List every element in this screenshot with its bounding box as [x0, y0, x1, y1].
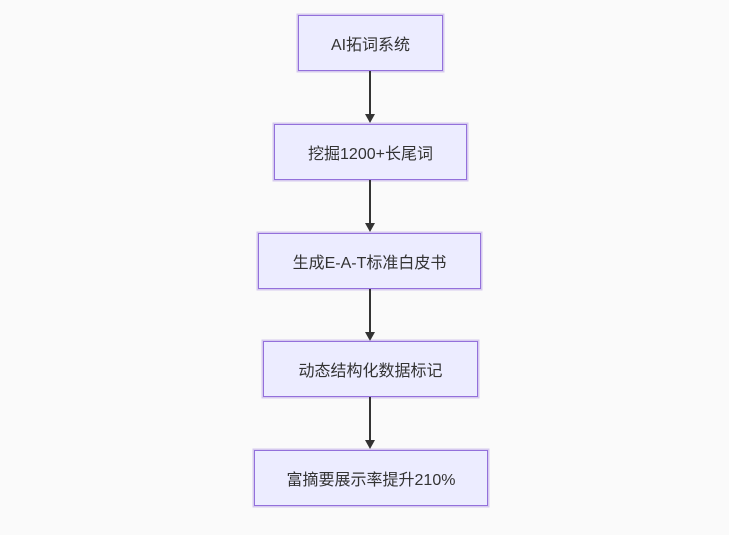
flow-node-label: 生成E-A-T标准白皮书 — [292, 255, 447, 272]
arrow-down-icon — [365, 223, 375, 232]
arrow-down-icon — [365, 114, 375, 123]
flow-node-label: AI拓词系统 — [330, 37, 411, 54]
arrow-line — [369, 397, 371, 440]
flow-node-rich-snippet-rate: 富摘要展示率提升210% — [254, 450, 488, 506]
flow-edge-n4-n5 — [364, 397, 376, 449]
flow-edge-n3-n4 — [364, 289, 376, 341]
flow-node-ai-keyword-system: AI拓词系统 — [298, 15, 443, 71]
flow-node-structured-data-markup: 动态结构化数据标记 — [263, 341, 478, 397]
flow-edge-n1-n2 — [364, 71, 376, 123]
flow-node-label: 动态结构化数据标记 — [298, 363, 443, 380]
arrow-down-icon — [365, 440, 375, 449]
flow-node-label: 挖掘1200+长尾词 — [308, 146, 433, 163]
arrow-line — [369, 180, 371, 223]
arrow-line — [369, 71, 371, 114]
flow-edge-n2-n3 — [364, 180, 376, 232]
flow-node-longtail-mining: 挖掘1200+长尾词 — [274, 124, 467, 180]
flow-node-label: 富摘要展示率提升210% — [286, 472, 456, 489]
arrow-down-icon — [365, 332, 375, 341]
flow-node-eat-whitepaper: 生成E-A-T标准白皮书 — [258, 233, 481, 289]
arrow-line — [369, 289, 371, 332]
